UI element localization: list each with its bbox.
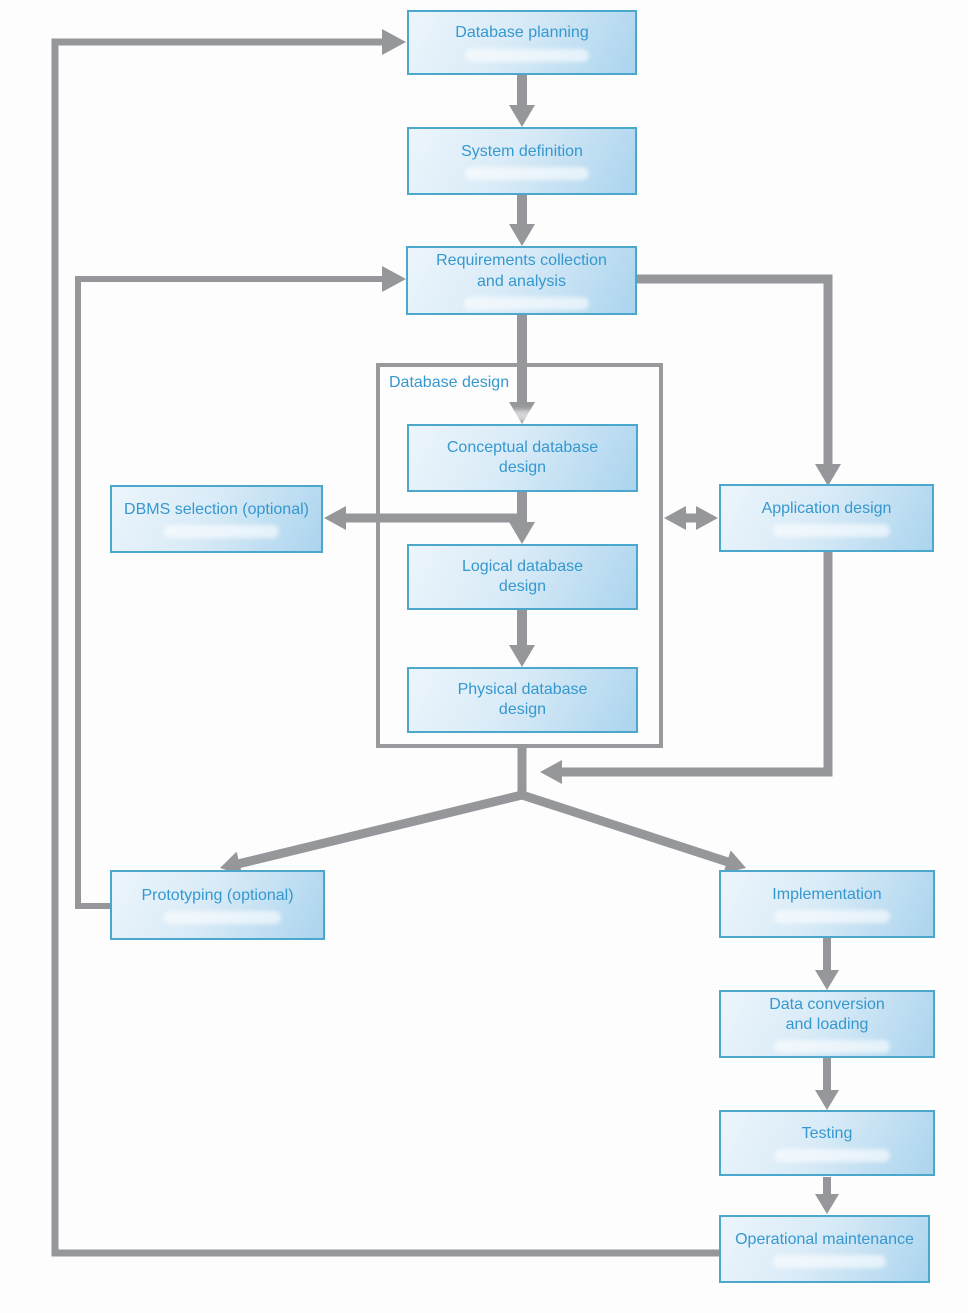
arrow-junction-to-implementation — [520, 790, 746, 874]
arrow-maintenance-to-planning-loop — [51, 29, 719, 1257]
node-operational-maintenance: Operational maintenance — [719, 1215, 930, 1283]
node-label: Application design — [761, 499, 892, 517]
node-conceptual-database-design: Conceptual database design — [407, 424, 638, 492]
arrow-junction-to-prototyping — [220, 790, 524, 875]
node-label: Prototyping (optional) — [141, 886, 294, 904]
erased-patch — [773, 524, 890, 538]
arrow-prototyping-to-requirements-loop — [75, 266, 406, 909]
node-prototyping: Prototyping (optional) — [110, 870, 325, 940]
erased-patch — [773, 1040, 891, 1054]
erased-patch — [164, 525, 279, 539]
arrow-testing-to-maintenance — [815, 1177, 839, 1214]
arrow-planning-to-definition — [509, 75, 535, 127]
node-label: Database planning — [455, 24, 589, 42]
node-implementation: Implementation — [719, 870, 935, 938]
node-label: Operational maintenance — [735, 1230, 914, 1248]
node-requirements-collection: Requirements collection and analysis — [406, 246, 637, 315]
node-label: Data conversion and loading — [769, 995, 885, 1033]
erased-patch — [164, 911, 281, 925]
arrow-dbms-branch — [324, 506, 522, 530]
node-system-definition: System definition — [407, 127, 637, 195]
arrow-appdesign-to-junction — [540, 552, 833, 784]
node-label: DBMS selection (optional) — [124, 500, 309, 518]
node-logical-database-design: Logical database design — [407, 544, 638, 610]
node-database-planning: Database planning — [407, 10, 637, 75]
erased-patch — [464, 167, 590, 181]
arrow-design-appdesign-bidirectional — [664, 506, 718, 530]
node-label: Conceptual database design — [446, 438, 599, 476]
database-design-group: Database design — [376, 363, 663, 748]
erased-patch — [773, 910, 891, 924]
erased-patch — [464, 48, 590, 62]
erased-patch — [773, 1149, 891, 1163]
arrow-logical-to-physical — [509, 610, 535, 667]
node-physical-database-design: Physical database design — [407, 667, 638, 733]
arrow-implementation-to-dataconversion — [815, 938, 839, 990]
arrow-definition-to-requirements — [509, 195, 535, 246]
database-design-group-label: Database design — [389, 374, 510, 391]
erased-patch — [772, 1255, 887, 1269]
erased-patch — [464, 296, 589, 310]
node-label: Testing — [801, 1124, 853, 1142]
node-testing: Testing — [719, 1110, 935, 1176]
arrow-requirements-to-appdesign — [637, 274, 841, 486]
node-application-design: Application design — [719, 484, 934, 552]
node-label: Logical database design — [462, 557, 583, 595]
node-label: System definition — [461, 142, 583, 160]
erased-patch — [417, 410, 547, 421]
arrow-dataconversion-to-testing — [815, 1058, 839, 1110]
node-label: Implementation — [772, 885, 882, 903]
node-label: Requirements collection and analysis — [436, 252, 607, 290]
node-dbms-selection: DBMS selection (optional) — [110, 485, 323, 553]
node-data-conversion: Data conversion and loading — [719, 990, 935, 1058]
node-label: Physical database design — [457, 680, 588, 718]
